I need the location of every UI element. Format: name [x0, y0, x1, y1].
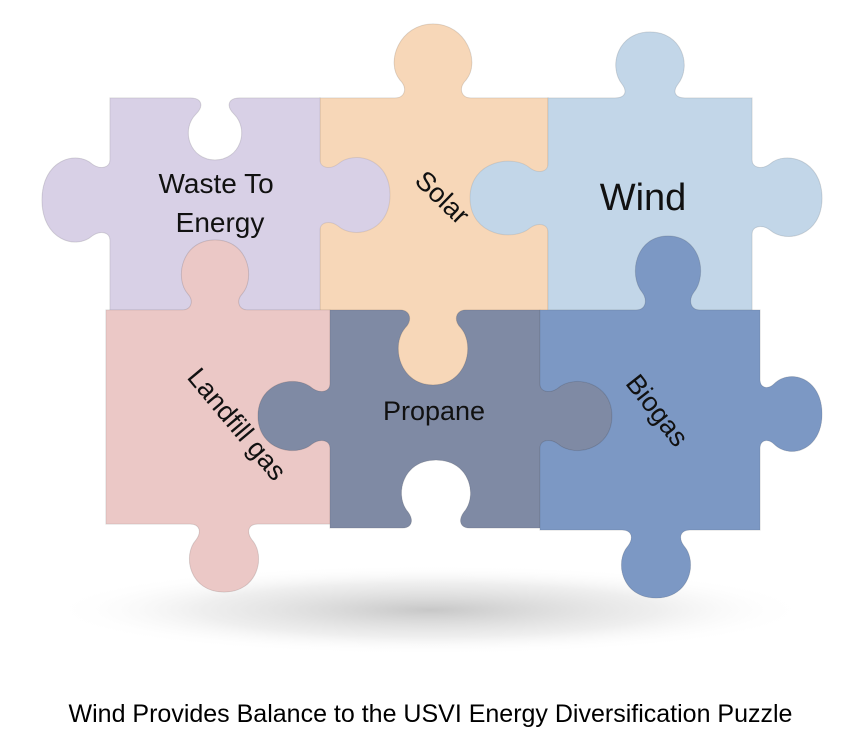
waste-to-energy-label-line1: Waste To — [159, 168, 274, 199]
waste-to-energy-label: Waste To Energy — [159, 168, 282, 238]
puzzle-shadow — [50, 565, 810, 655]
wind-label: Wind — [600, 177, 687, 219]
propane-label: Propane — [383, 396, 485, 426]
diagram-caption: Wind Provides Balance to the USVI Energy… — [68, 700, 793, 728]
energy-puzzle-diagram: Waste To Energy Solar Wind Landfill gas … — [41, 23, 823, 655]
waste-to-energy-label-line2: Energy — [176, 207, 265, 238]
